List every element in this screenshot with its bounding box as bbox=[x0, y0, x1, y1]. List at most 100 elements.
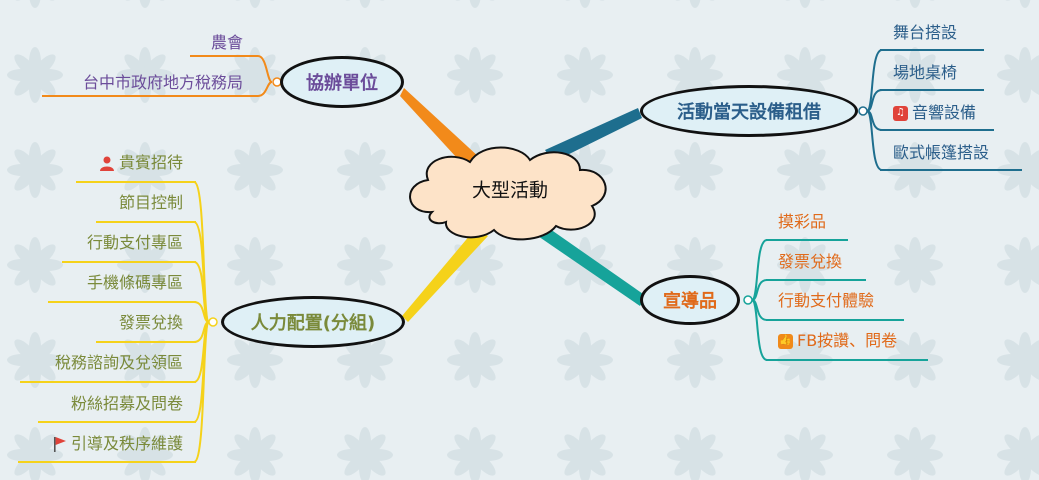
equipment-item-3[interactable]: ♫ 音響設備 bbox=[893, 103, 976, 123]
staff-leaf-line bbox=[193, 321, 210, 463]
background-flower bbox=[777, 142, 833, 198]
equipment-item-2[interactable]: 場地桌椅 bbox=[893, 63, 957, 83]
flag-icon bbox=[53, 437, 66, 452]
staff-item-label: 引導及秩序維護 bbox=[70, 434, 183, 453]
background-flower bbox=[344, 0, 386, 8]
thumbs-up-icon: 👍 bbox=[778, 333, 793, 349]
staff-item-label: 行動支付專區 bbox=[86, 233, 183, 252]
promo-item-2[interactable]: 發票兌換 bbox=[778, 252, 842, 272]
background-flower bbox=[14, 0, 56, 8]
promo-item-label: 發票兌換 bbox=[778, 252, 843, 271]
staff-item-4[interactable]: 手機條碼專區 bbox=[87, 273, 183, 293]
background-flower bbox=[887, 47, 943, 103]
promo-item-3[interactable]: 行動支付體驗 bbox=[778, 291, 874, 311]
promo-leaf-line bbox=[751, 299, 768, 361]
music-icon: ♫ bbox=[893, 105, 908, 121]
background-flower bbox=[1004, 0, 1039, 8]
background-flower bbox=[7, 332, 63, 388]
central-topic[interactable]: 大型活動 bbox=[471, 179, 549, 202]
background-flower bbox=[777, 427, 833, 480]
background-flower bbox=[227, 427, 283, 480]
equipment-leaf-line bbox=[866, 110, 883, 171]
staff-item-label: 發票兌換 bbox=[118, 313, 183, 332]
cohost-item-label: 農會 bbox=[210, 33, 243, 52]
connector-promo bbox=[532, 222, 646, 306]
equipment-item-1[interactable]: 舞台搭設 bbox=[893, 23, 957, 43]
promo-item-4[interactable]: 👍 FB按讚、問卷 bbox=[778, 331, 897, 351]
background-flower bbox=[7, 47, 63, 103]
equipment-item-label: 歐式帳篷搭設 bbox=[893, 143, 990, 162]
branch-promo[interactable]: 宣導品 bbox=[640, 275, 740, 325]
cloud-shape bbox=[409, 146, 607, 241]
background-flower bbox=[117, 47, 173, 103]
promo-item-1[interactable]: 摸彩品 bbox=[778, 212, 826, 232]
staff-item-5[interactable]: 發票兌換 bbox=[119, 313, 183, 333]
background-flower bbox=[234, 0, 276, 8]
background-flower bbox=[7, 237, 63, 293]
staff-item-7[interactable]: 粉絲招募及問卷 bbox=[71, 394, 183, 414]
staff-item-label: 貴賓招待 bbox=[118, 153, 183, 172]
background-flower bbox=[117, 142, 173, 198]
background-flower bbox=[227, 237, 283, 293]
background-flower bbox=[117, 332, 173, 388]
background-flower bbox=[7, 142, 63, 198]
cohost-item-2[interactable]: 台中市政府地方稅務局 bbox=[83, 73, 243, 93]
branch-promo-label: 宣導品 bbox=[663, 291, 717, 312]
cohost-item-label: 台中市政府地方稅務局 bbox=[82, 73, 243, 92]
staff-item-3[interactable]: 行動支付專區 bbox=[87, 233, 183, 253]
staff-item-label: 粉絲招募及問卷 bbox=[70, 394, 183, 413]
background-flower bbox=[447, 332, 503, 388]
equipment-item-label: 場地桌椅 bbox=[893, 63, 958, 82]
background-flower bbox=[997, 427, 1039, 480]
connector-staff bbox=[402, 228, 488, 322]
cohost-leaf-line bbox=[257, 81, 273, 97]
background-flower bbox=[887, 237, 943, 293]
connector-equipment bbox=[545, 108, 642, 162]
background-flower bbox=[667, 142, 723, 198]
staff-item-2[interactable]: 節目控制 bbox=[119, 193, 183, 213]
background-flower bbox=[997, 47, 1039, 103]
staff-item-label: 手機條碼專區 bbox=[86, 273, 183, 292]
background-flower bbox=[887, 332, 943, 388]
equipment-item-4[interactable]: 歐式帳篷搭設 bbox=[893, 143, 989, 163]
cohost-item-1[interactable]: 農會 bbox=[211, 33, 243, 53]
background-flower bbox=[337, 427, 393, 480]
background-flower bbox=[454, 0, 496, 8]
background-flower bbox=[784, 0, 826, 8]
branch-equipment[interactable]: 活動當天設備租借 bbox=[640, 85, 858, 137]
staff-item-8[interactable]: 引導及秩序維護 bbox=[53, 434, 183, 454]
branch-equipment-label: 活動當天設備租借 bbox=[677, 102, 821, 123]
background-flower bbox=[674, 0, 716, 8]
background-flower bbox=[124, 0, 166, 8]
background-flower bbox=[337, 237, 393, 293]
background-flower bbox=[557, 47, 613, 103]
staff-item-6[interactable]: 稅務諮詢及兌領區 bbox=[55, 353, 183, 373]
background-flower bbox=[564, 0, 606, 8]
background-flower bbox=[117, 427, 173, 480]
background-flower bbox=[7, 427, 63, 480]
equipment-item-label: 舞台搭設 bbox=[893, 23, 958, 42]
background-flower bbox=[337, 142, 393, 198]
background-flower bbox=[227, 142, 283, 198]
background-flower bbox=[997, 237, 1039, 293]
background-flower bbox=[997, 142, 1039, 198]
background-flower bbox=[557, 427, 613, 480]
staff-item-label: 節目控制 bbox=[118, 193, 183, 212]
staff-item-1[interactable]: 貴賓招待 bbox=[99, 153, 183, 173]
background-flower bbox=[447, 47, 503, 103]
connector-cohost bbox=[400, 88, 480, 170]
background-flower bbox=[777, 237, 833, 293]
branch-cohost[interactable]: 協辦單位 bbox=[280, 56, 404, 108]
promo-item-label: 行動支付體驗 bbox=[778, 291, 875, 310]
background-flower bbox=[557, 332, 613, 388]
staff-item-label: 稅務諮詢及兌領區 bbox=[54, 353, 183, 372]
branch-staff[interactable]: 人力配置(分組) bbox=[221, 296, 405, 348]
background-flower bbox=[447, 427, 503, 480]
equipment-item-label: 音響設備 bbox=[912, 103, 977, 122]
background-flower bbox=[997, 332, 1039, 388]
branch-staff-label: 人力配置(分組) bbox=[250, 313, 376, 334]
background-flower bbox=[894, 0, 936, 8]
background-flower bbox=[667, 332, 723, 388]
